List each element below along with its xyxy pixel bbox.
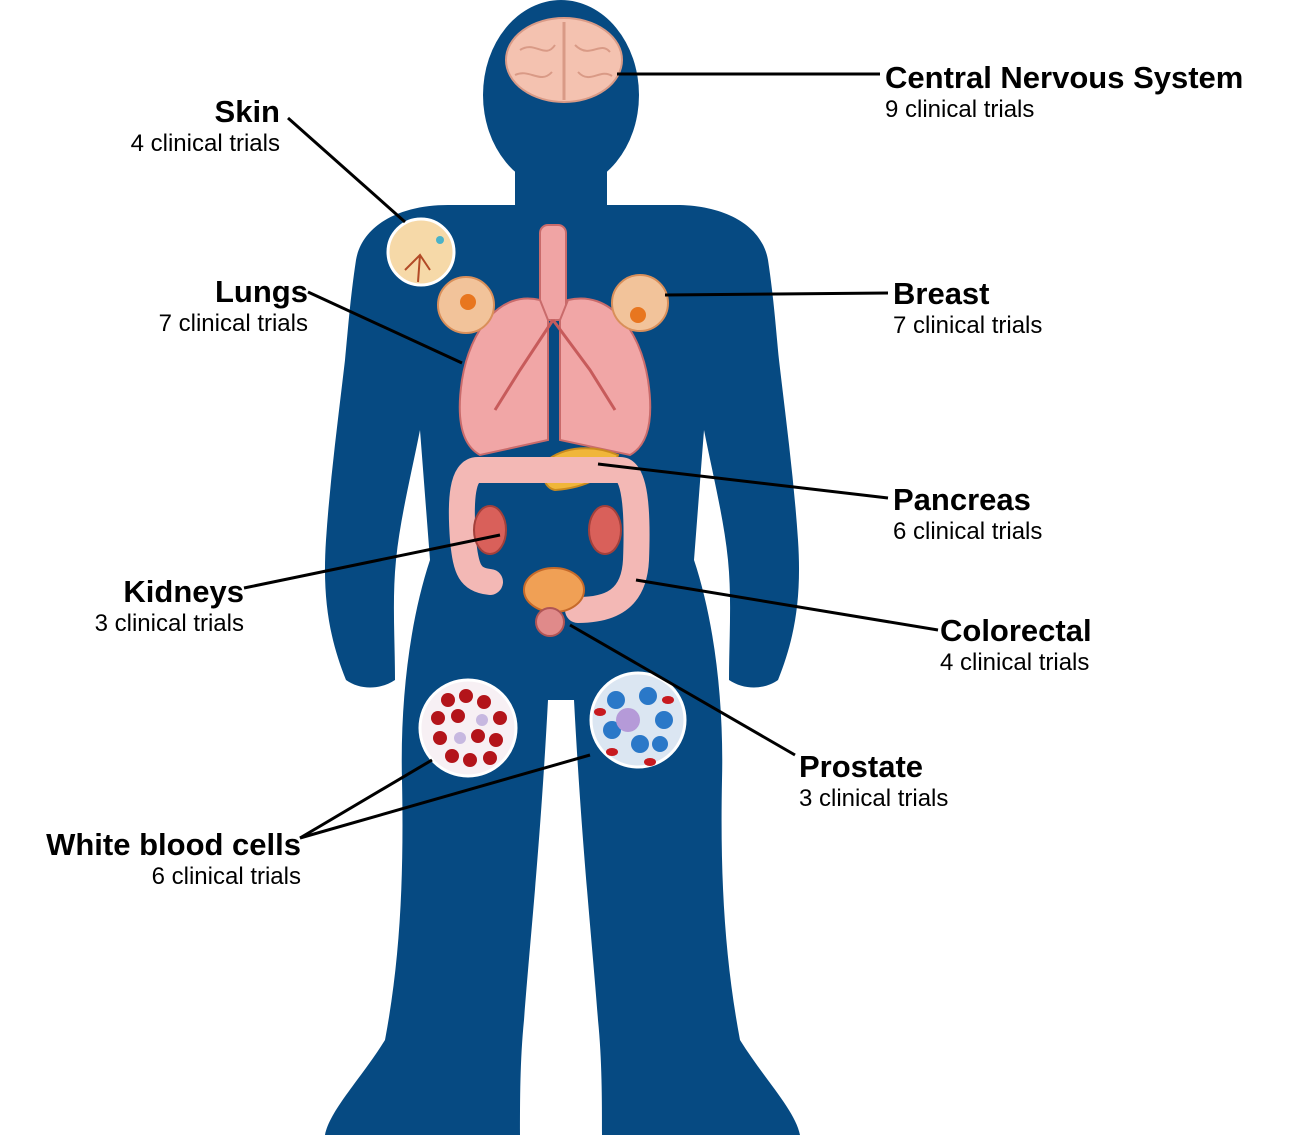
- skin-cells: [388, 219, 454, 285]
- label-wbc-name: White blood cells: [5, 829, 301, 860]
- label-lungs-count: 7 clinical trials: [120, 312, 308, 336]
- label-prostate-count: 3 clinical trials: [799, 787, 948, 811]
- label-lungs-name: Lungs: [120, 276, 308, 307]
- leader-skin: [288, 118, 405, 222]
- label-cns-name: Central Nervous System: [885, 62, 1243, 93]
- label-breast-count: 7 clinical trials: [893, 314, 1042, 338]
- label-skin-count: 4 clinical trials: [100, 132, 280, 156]
- body-silhouette: [325, 0, 800, 1135]
- label-pancreas-count: 6 clinical trials: [893, 520, 1042, 544]
- label-kidneys: Kidneys 3 clinical trials: [60, 576, 244, 636]
- label-skin: Skin 4 clinical trials: [100, 96, 280, 156]
- label-breast: Breast 7 clinical trials: [893, 278, 1042, 338]
- label-skin-name: Skin: [100, 96, 280, 127]
- label-cns: Central Nervous System 9 clinical trials: [885, 62, 1243, 122]
- label-prostate-name: Prostate: [799, 751, 948, 782]
- label-colorectal-name: Colorectal: [940, 615, 1092, 646]
- trachea: [540, 225, 566, 320]
- label-wbc-count: 6 clinical trials: [5, 865, 301, 889]
- label-lungs: Lungs 7 clinical trials: [120, 276, 308, 336]
- label-kidneys-name: Kidneys: [60, 576, 244, 607]
- label-prostate: Prostate 3 clinical trials: [799, 751, 948, 811]
- label-colorectal: Colorectal 4 clinical trials: [940, 615, 1092, 675]
- label-kidneys-count: 3 clinical trials: [60, 612, 244, 636]
- label-wbc: White blood cells 6 clinical trials: [5, 829, 301, 889]
- label-cns-count: 9 clinical trials: [885, 98, 1243, 122]
- label-pancreas-name: Pancreas: [893, 484, 1042, 515]
- blood-cells-circle: [420, 680, 516, 776]
- brain: [506, 18, 622, 102]
- label-breast-name: Breast: [893, 278, 1042, 309]
- leader-breast: [665, 293, 888, 295]
- leukemia-cells-circle: [591, 673, 685, 767]
- label-colorectal-count: 4 clinical trials: [940, 651, 1092, 675]
- label-pancreas: Pancreas 6 clinical trials: [893, 484, 1042, 544]
